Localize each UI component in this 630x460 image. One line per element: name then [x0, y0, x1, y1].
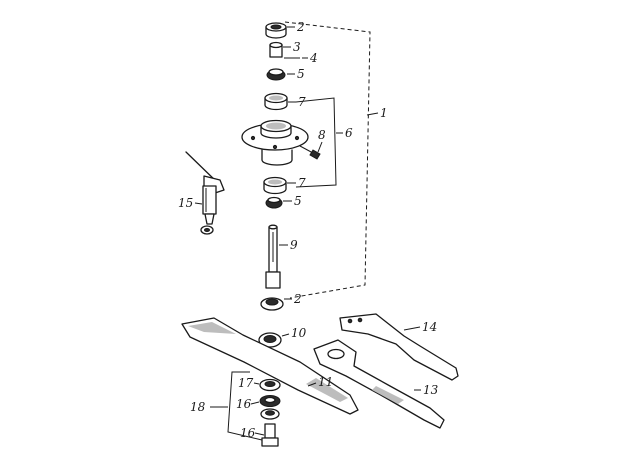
assembly-bracket-18 [210, 371, 263, 441]
part-2-top-cap [265, 22, 295, 39]
label-2-top: 2 [296, 20, 305, 34]
part-13-blade-arm [313, 339, 445, 429]
part-14-blade-bar [339, 313, 459, 381]
label-8: 8 [318, 128, 326, 142]
assembly-bracket-6 [295, 97, 343, 188]
label-11: 11 [318, 375, 333, 389]
label-1: 1 [380, 106, 388, 120]
part-5-lower-bearing [265, 196, 292, 209]
part-17-washer [253, 378, 281, 392]
part-labels: 1 2 3 4 5 7 6 8 7 5 9 2 15 10 11 13 14 1… [178, 20, 439, 440]
blade-bolt [254, 423, 279, 447]
label-13: 13 [423, 383, 439, 397]
label-4: 4 [309, 51, 318, 65]
label-5-bottom: 5 [294, 194, 302, 208]
label-10: 10 [291, 326, 307, 340]
assembly-bracket-1 [284, 21, 379, 299]
label-16-lower: 16 [240, 426, 256, 440]
label-3: 3 [293, 40, 301, 54]
part-16-upper-washer [250, 395, 281, 407]
part-3-bushing [269, 41, 291, 58]
part-11-blade [181, 317, 359, 415]
part-15-tool [185, 151, 225, 235]
part-5-upper-bearing [266, 68, 295, 81]
part-8-grease-fitting [299, 141, 323, 160]
label-16-upper: 16 [236, 397, 252, 411]
label-17: 17 [238, 376, 254, 390]
label-7-bottom: 7 [298, 176, 306, 190]
part-2-bottom-seal [260, 297, 292, 311]
part-9-spindle-shaft [265, 224, 288, 289]
label-18: 18 [190, 400, 206, 414]
label-9: 9 [290, 238, 298, 252]
part-16-lower-washer [260, 408, 280, 420]
label-2-bottom: 2 [293, 292, 302, 306]
label-15: 15 [178, 196, 193, 210]
part-7-lower-cup [263, 176, 296, 195]
label-6: 6 [345, 126, 353, 140]
label-5-top: 5 [297, 67, 305, 81]
spindle-housing [241, 119, 309, 166]
label-7-top: 7 [298, 95, 306, 109]
label-14: 14 [422, 320, 437, 334]
part-10-washer [258, 332, 290, 348]
part-7-upper-cup [264, 92, 296, 111]
